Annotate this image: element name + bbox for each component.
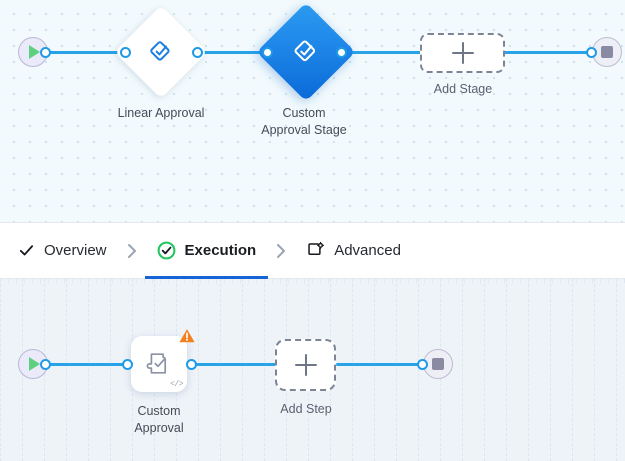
tab-execution[interactable]: Execution [144, 222, 268, 279]
edge-custom-approval-to-add-step [190, 363, 276, 366]
approval-diamond-check-icon [147, 38, 175, 66]
tab-advanced-label: Advanced [334, 242, 401, 259]
plus-icon [294, 354, 317, 376]
port-custom-approval-in[interactable] [122, 359, 133, 370]
chevron-right-icon [125, 242, 139, 260]
tab-advanced[interactable]: Advanced [302, 222, 405, 279]
settings-box-icon [306, 241, 325, 260]
port-step-end-in[interactable] [417, 359, 428, 370]
tab-separator-2 [260, 242, 302, 260]
plus-icon [451, 42, 474, 64]
step-flow-canvas[interactable]: </> Custom Approval Add Step [0, 279, 625, 461]
edge-custom-approval-to-add-stage [340, 51, 422, 54]
approval-diamond-check-icon [291, 37, 321, 67]
stage-flow-canvas[interactable]: Linear Approval Custom Approval Stage Ad… [0, 0, 625, 222]
stage-label-custom-approval-stage: Custom Approval Stage [261, 106, 347, 137]
edge-linear-approval-to-custom-approval [196, 51, 276, 54]
stage-label-linear-approval: Linear Approval [117, 106, 205, 120]
edge-start-to-custom-approval [44, 363, 128, 366]
edge-start-to-linear-approval [44, 51, 124, 54]
stage-node-custom-approval-stage[interactable] [256, 2, 356, 102]
tab-separator-1 [111, 242, 153, 260]
port-custom-approval-stage-in[interactable] [262, 47, 273, 58]
port-custom-approval-stage-out[interactable] [336, 47, 347, 58]
add-stage-button[interactable] [420, 33, 505, 73]
puzzle-check-icon [144, 349, 174, 379]
port-custom-approval-out[interactable] [186, 359, 197, 370]
edge-add-stage-to-end [504, 51, 590, 54]
port-stage-end-in[interactable] [586, 47, 597, 58]
port-step-start-out[interactable] [40, 359, 51, 370]
stop-square-icon [601, 46, 613, 58]
port-linear-approval-out[interactable] [192, 47, 203, 58]
edge-add-step-to-end [336, 363, 420, 366]
port-stage-start-out[interactable] [40, 47, 51, 58]
play-icon [29, 357, 40, 371]
play-icon [29, 45, 40, 59]
stage-detail-tabbar: Overview Execution [0, 222, 625, 279]
port-linear-approval-in[interactable] [120, 47, 131, 58]
stage-node-linear-approval[interactable] [114, 5, 208, 99]
code-snippet-icon[interactable]: </> [170, 380, 183, 389]
chevron-right-icon [274, 242, 288, 260]
step-label-custom-approval: Custom Approval [134, 404, 184, 435]
add-step-button[interactable] [275, 339, 336, 391]
add-step-label: Add Step [280, 402, 332, 416]
check-icon [18, 242, 35, 259]
tab-overview-label: Overview [44, 242, 107, 259]
warning-triangle-icon[interactable] [178, 327, 196, 345]
step-node-custom-approval[interactable]: </> [131, 329, 195, 392]
step-end-node[interactable] [423, 349, 453, 379]
tab-execution-label: Execution [184, 242, 257, 259]
tab-overview[interactable]: Overview [14, 222, 111, 279]
check-circle-icon [157, 241, 176, 260]
stop-square-icon [432, 358, 444, 370]
add-stage-label: Add Stage [433, 82, 493, 96]
